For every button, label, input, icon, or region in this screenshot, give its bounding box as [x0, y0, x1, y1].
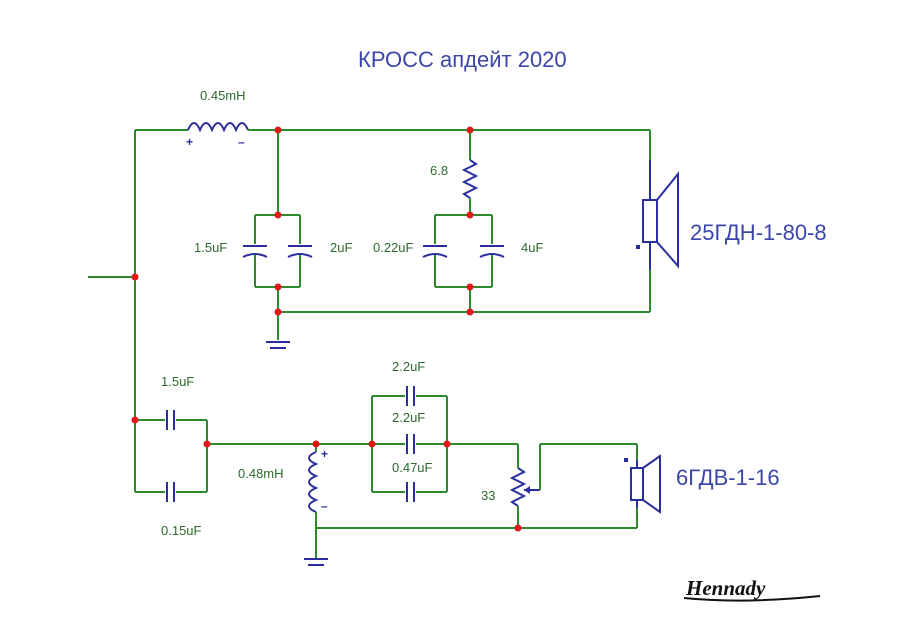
woofer-inductor-label: 0.45mH [200, 88, 246, 103]
tweeter-inductor-label: 0.48mH [238, 466, 284, 481]
svg-text:+: + [186, 135, 193, 149]
woofer-speaker-icon [636, 160, 679, 270]
woofer-resistor [461, 130, 479, 215]
woofer-top-wire [248, 129, 651, 160]
tweeter-pot-label: 33 [481, 488, 495, 503]
woofer-resistor-label: 6.8 [430, 163, 448, 178]
tweeter-cap-par1-label: 2.2uF [392, 359, 425, 374]
woofer-cap1-label: 1.5uF [194, 240, 227, 255]
woofer-ground-wire [277, 270, 651, 340]
tweeter-speaker-icon [624, 454, 661, 514]
tweeter-potentiometer [447, 443, 637, 528]
input-wiring [88, 129, 188, 492]
svg-text:+: + [321, 447, 328, 461]
tweeter-cap-series-label: 1.5uF [161, 374, 194, 389]
tweeter-parallel-caps [371, 386, 448, 502]
tweeter-series-caps [135, 410, 208, 502]
svg-text:–: – [321, 499, 328, 513]
tweeter-inductor: + – [308, 444, 328, 558]
woofer-ground-icon [266, 341, 290, 349]
author-signature: Hennady [683, 576, 821, 602]
woofer-cap-group-2 [422, 214, 505, 312]
tweeter-ground-icon [304, 558, 328, 566]
woofer-cap-group-1 [242, 130, 313, 288]
tweeter-bottom-wire [316, 444, 638, 529]
junction-nodes [131, 126, 522, 532]
schematic-title: КРОСС апдейт 2020 [358, 47, 567, 72]
svg-text:–: – [238, 135, 245, 149]
tweeter-cap-par3-label: 0.47uF [392, 460, 433, 475]
tweeter-cap-series2-label: 0.15uF [161, 523, 202, 538]
woofer-cap2-label: 2uF [330, 240, 352, 255]
tweeter-cap-par2-label: 2.2uF [392, 410, 425, 425]
woofer-inductor: + – [186, 122, 249, 149]
woofer-speaker-label: 25ГДН-1-80-8 [690, 220, 827, 245]
woofer-cap3-label: 0.22uF [373, 240, 414, 255]
tweeter-speaker-label: 6ГДВ-1-16 [676, 465, 780, 490]
svg-text:Hennady: Hennady [685, 576, 766, 600]
woofer-cap4-label: 4uF [521, 240, 543, 255]
